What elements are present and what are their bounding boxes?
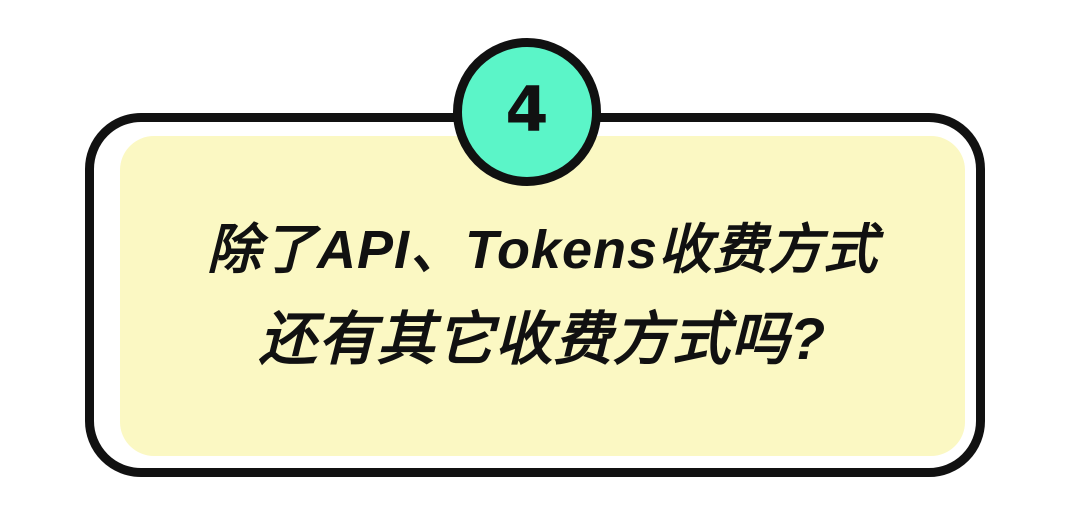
number-badge-label: 4 (505, 73, 549, 146)
card-yellow-panel (120, 136, 965, 456)
number-badge: 4 (453, 38, 601, 186)
